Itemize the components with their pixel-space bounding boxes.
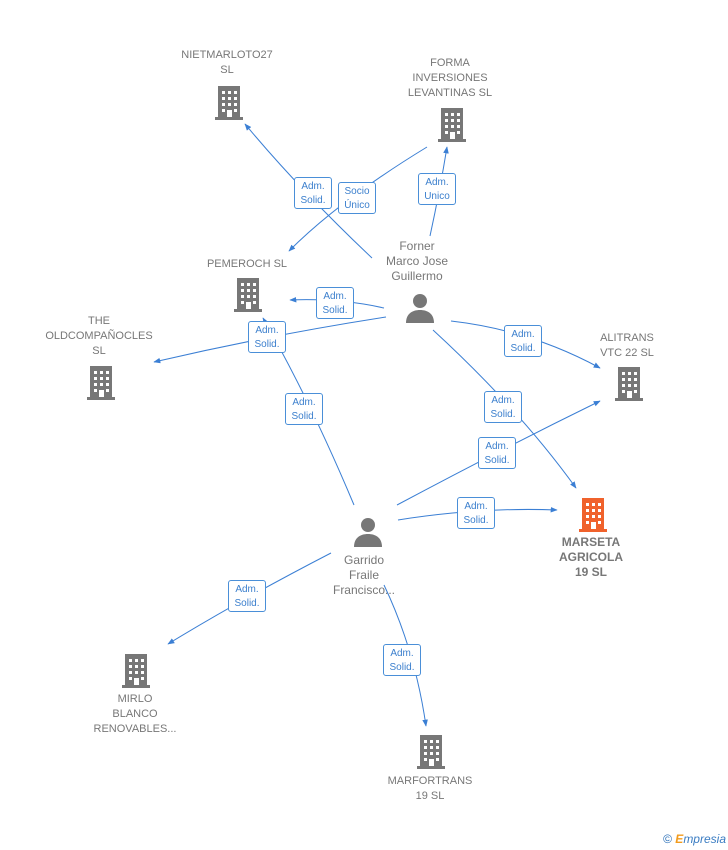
node-label-garrido[interactable]: Garrido Fraile Francisco... <box>304 553 424 598</box>
node-label-line: MARSETA <box>561 535 621 549</box>
badge-line: Solid. <box>510 343 536 354</box>
relation-badge[interactable]: Adm. Solid. <box>383 644 421 676</box>
node-label-oldcompanocles[interactable]: THE OLDCOMPAÑOCLES SL <box>39 314 159 359</box>
person-icon <box>406 294 434 323</box>
building-icon <box>234 278 262 312</box>
relation-badge[interactable]: Socio Único <box>338 182 376 214</box>
badge-line: Adm. <box>485 441 509 452</box>
node-label-line: 19 SL <box>415 790 445 802</box>
relation-badge[interactable]: Adm. Unico <box>418 173 456 205</box>
badge-line: Único <box>344 200 370 211</box>
relation-badge[interactable]: Adm. Solid. <box>457 497 495 529</box>
node-label-line: Guillermo <box>391 269 443 283</box>
badge-line: Adm. <box>292 397 316 408</box>
building-icon <box>87 366 115 400</box>
badge-line: Adm. <box>235 584 259 595</box>
node-label-line: Fraile <box>348 568 379 582</box>
node-label-line: VTC 22 SL <box>600 347 654 359</box>
node-label-line: Marco Jose <box>385 254 449 268</box>
node-label-line: THE <box>88 315 110 327</box>
badge-line: Unico <box>424 191 450 202</box>
badge-line: Adm. <box>511 329 535 340</box>
node-label-line: RENOVABLES... <box>93 723 177 735</box>
badge-line: Solid. <box>254 339 280 350</box>
node-label-line: ALITRANS <box>600 332 654 344</box>
badge-line: Adm. <box>491 395 515 406</box>
node-label-line: MIRLO <box>117 693 153 705</box>
relation-badge[interactable]: Adm. Solid. <box>285 393 323 425</box>
building-icon <box>215 86 243 120</box>
node-label-alitrans[interactable]: ALITRANS VTC 22 SL <box>567 331 687 361</box>
node-label-line: Garrido <box>343 553 384 567</box>
node-label-line: BLANCO <box>112 708 158 720</box>
node-label-marseta-agricola[interactable]: MARSETA AGRICOLA 19 SL <box>531 535 651 580</box>
node-label-nietmarloto27[interactable]: NIETMARLOTO27 SL <box>167 48 287 78</box>
node-label-forma-inversiones[interactable]: FORMA INVERSIONES LEVANTINAS SL <box>390 56 510 101</box>
node-label-line: Francisco... <box>332 583 395 597</box>
brand-logo-text: mpresia <box>683 832 726 846</box>
badge-line: Adm. <box>301 181 325 192</box>
badge-line: Solid. <box>463 515 489 526</box>
badge-line: Solid. <box>389 662 415 673</box>
relation-badge[interactable]: Adm. Solid. <box>248 321 286 353</box>
brand-logo-initial: E <box>675 832 684 846</box>
building-icon <box>438 108 466 142</box>
node-label-pemeroch[interactable]: PEMEROCH SL <box>187 257 307 272</box>
node-label-line: INVERSIONES <box>412 72 488 84</box>
node-label-line: OLDCOMPAÑOCLES <box>45 330 153 342</box>
person-icon <box>354 518 382 547</box>
node-label-line: FORMA <box>430 57 470 69</box>
relation-badge[interactable]: Adm. Solid. <box>484 391 522 423</box>
relation-badge[interactable]: Adm. Solid. <box>478 437 516 469</box>
building-icon <box>417 735 445 769</box>
copyright-icon: © <box>663 832 672 846</box>
node-label-line: PEMEROCH SL <box>206 258 288 270</box>
node-label-line: LEVANTINAS SL <box>407 87 493 99</box>
node-label-forner[interactable]: Forner Marco Jose Guillermo <box>357 239 477 284</box>
node-label-line: NIETMARLOTO27 <box>181 49 273 61</box>
relation-badge[interactable]: Adm. Solid. <box>294 177 332 209</box>
badge-line: Solid. <box>484 455 510 466</box>
badge-line: Adm. <box>390 648 414 659</box>
building-icon-highlighted <box>579 498 607 532</box>
building-icon <box>122 654 150 688</box>
badge-line: Socio <box>344 186 370 197</box>
badge-line: Adm. <box>464 501 488 512</box>
node-label-mirlo-blanco[interactable]: MIRLO BLANCO RENOVABLES... <box>75 692 195 737</box>
relation-badge[interactable]: Adm. Solid. <box>228 580 266 612</box>
badge-line: Adm. <box>323 291 347 302</box>
badge-line: Solid. <box>300 195 326 206</box>
node-label-line: 19 SL <box>574 565 607 579</box>
badge-line: Solid. <box>490 409 516 420</box>
building-icon <box>615 367 643 401</box>
node-label-line: SL <box>92 345 106 357</box>
badge-line: Adm. <box>425 177 449 188</box>
node-label-line: MARFORTRANS <box>387 775 473 787</box>
badge-line: Adm. <box>255 325 279 336</box>
node-label-line: SL <box>220 64 234 76</box>
footer-brand: © Empresia <box>663 832 726 846</box>
node-label-marfortrans[interactable]: MARFORTRANS 19 SL <box>370 774 490 804</box>
relation-badge[interactable]: Adm. Solid. <box>316 287 354 319</box>
relation-badge[interactable]: Adm. Solid. <box>504 325 542 357</box>
badge-line: Solid. <box>322 305 348 316</box>
node-label-line: AGRICOLA <box>559 550 623 564</box>
badge-line: Solid. <box>291 411 317 422</box>
node-label-line: Forner <box>399 239 435 253</box>
badge-line: Solid. <box>234 598 260 609</box>
